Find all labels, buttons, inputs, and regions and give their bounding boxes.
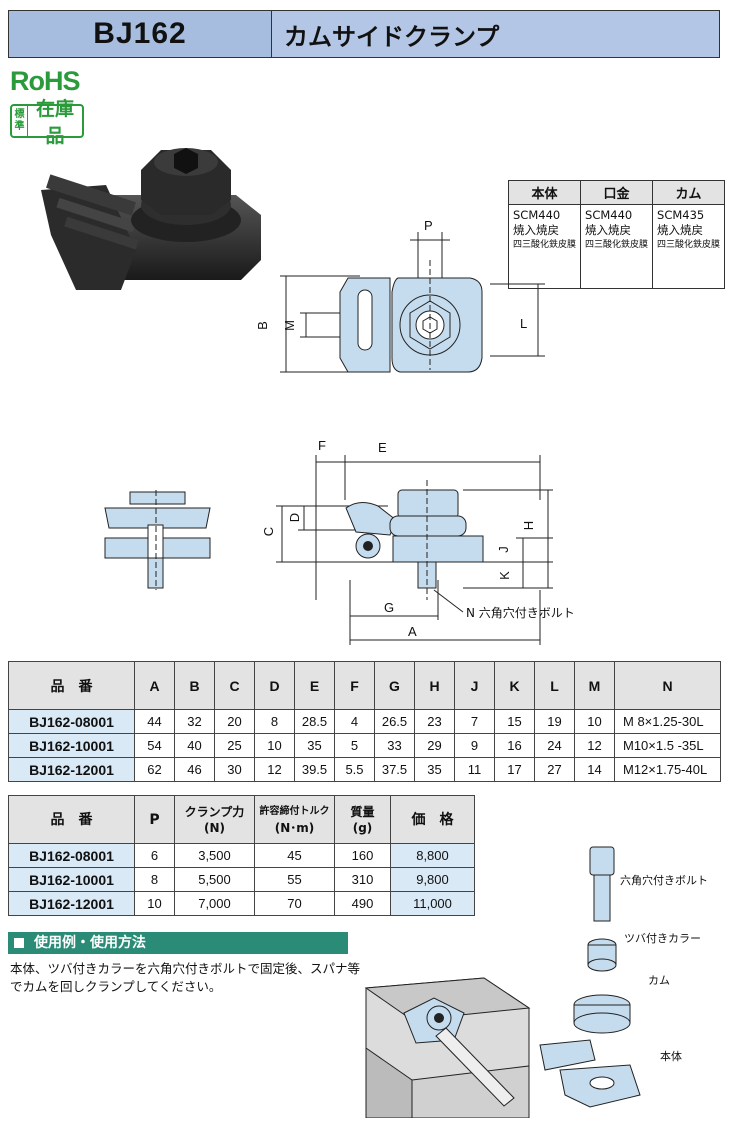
price-table-header: 品 番 P クランプ力 (N) 許容締付トルク (N･m) 質量 (g) 価 格	[8, 795, 475, 844]
usage-title-marker	[14, 938, 24, 948]
exploded-view	[539, 846, 641, 1108]
rohs-badge: RoHS	[10, 66, 80, 96]
material-table: 本体 口金 カム SCM440 焼入焼戻 四三酸化鉄皮膜 SCM440 焼入焼戻…	[507, 180, 726, 289]
dim-label-j: J	[495, 546, 511, 553]
dim-label-e: E	[378, 440, 387, 455]
top-view-drawing	[280, 232, 545, 373]
dim-label-g: G	[384, 600, 395, 615]
exploded-label-bolt: 六角穴付きボルト	[620, 874, 708, 887]
price-header-code: 品 番	[8, 795, 135, 844]
dim-label-c: C	[261, 526, 277, 537]
material-cell-jaw: SCM440 焼入焼戻 四三酸化鉄皮膜	[580, 204, 654, 289]
product-code: BJ162	[9, 11, 272, 57]
bolt-note: N 六角穴付きボルト	[466, 606, 575, 620]
stock-badge-small: 標 準	[12, 106, 28, 136]
exploded-label-collar: ツバ付きカラー	[624, 932, 701, 945]
spec-header-n: N	[614, 661, 721, 710]
spec-header-a: A	[134, 661, 175, 710]
spec-header-code: 品 番	[8, 661, 135, 710]
spec-header-h: H	[414, 661, 455, 710]
spec-row: BJ162-08001 44 32 20 8 28.5 4 26.5 23 7 …	[8, 709, 721, 734]
stock-badge-label: 在庫品	[35, 98, 74, 147]
spec-header-j: J	[454, 661, 495, 710]
dim-label-a: A	[408, 624, 417, 639]
product-name: カムサイドクランプ	[272, 11, 719, 57]
price-header-p: P	[134, 795, 175, 844]
spec-header-k: K	[494, 661, 535, 710]
usage-title: 使用例・使用方法	[8, 932, 348, 954]
price-header-torque: 許容締付トルク (N･m)	[254, 795, 335, 844]
price-row: BJ162-08001 6 3,500 45 160 8,800	[8, 843, 475, 868]
price-header-price: 価 格	[390, 795, 475, 844]
spec-header-f: F	[334, 661, 375, 710]
dim-label-h: H	[521, 520, 537, 531]
spec-header-c: C	[214, 661, 255, 710]
stock-badge: 標 準 在庫品	[10, 98, 84, 147]
stock-small-top: 標	[14, 109, 25, 120]
front-view-drawing	[104, 490, 211, 590]
exploded-label-body: 本体	[660, 1050, 682, 1063]
dim-label-d: D	[287, 512, 303, 523]
spec-header-d: D	[254, 661, 295, 710]
spec-header-l: L	[534, 661, 575, 710]
product-photo	[41, 148, 261, 290]
spec-header-g: G	[374, 661, 415, 710]
price-row: BJ162-12001 10 7,000 70 490 11,000	[8, 891, 475, 916]
dim-label-b: B	[254, 321, 270, 330]
price-row: BJ162-10001 8 5,500 55 310 9,800	[8, 867, 475, 892]
exploded-label-cam: カム	[648, 974, 670, 987]
stock-small-bottom: 準	[14, 121, 25, 132]
spec-table-header: 品 番 A B C D E F G H J K L M N	[8, 661, 721, 710]
spec-header-b: B	[174, 661, 215, 710]
material-header-jaw: 口金	[580, 180, 654, 205]
spec-table: 品 番 A B C D E F G H J K L M N BJ162-0800…	[8, 661, 721, 782]
material-header-cam: カム	[652, 180, 726, 205]
spec-row: BJ162-10001 54 40 25 10 35 5 33 29 9 16 …	[8, 733, 721, 758]
title-bar: BJ162 カムサイドクランプ	[8, 10, 720, 58]
dim-label-m: M	[281, 320, 297, 331]
spec-header-m: M	[574, 661, 615, 710]
price-table: 品 番 P クランプ力 (N) 許容締付トルク (N･m) 質量 (g) 価 格…	[8, 795, 475, 916]
material-cell-cam: SCM435 焼入焼戻 四三酸化鉄皮膜	[652, 204, 726, 289]
dim-label-p: P	[424, 218, 433, 233]
dim-label-l: L	[520, 316, 528, 331]
spec-row: BJ162-12001 62 46 30 12 39.5 5.5 37.5 35…	[8, 757, 721, 782]
side-view-drawing	[276, 455, 553, 645]
price-header-clamp: クランプ力 (N)	[174, 795, 255, 844]
spec-header-e: E	[294, 661, 335, 710]
price-header-mass: 質量 (g)	[334, 795, 391, 844]
usage-illustration	[364, 977, 531, 1118]
usage-text: 本体、ツバ付きカラーを六角穴付きボルトで固定後、スパナ等でカムを回しクランプして…	[10, 961, 361, 994]
dim-label-f: F	[318, 438, 326, 453]
material-cell-body: SCM440 焼入焼戻 四三酸化鉄皮膜	[507, 204, 582, 289]
dim-label-k: K	[496, 571, 512, 580]
material-header-body: 本体	[507, 180, 582, 205]
